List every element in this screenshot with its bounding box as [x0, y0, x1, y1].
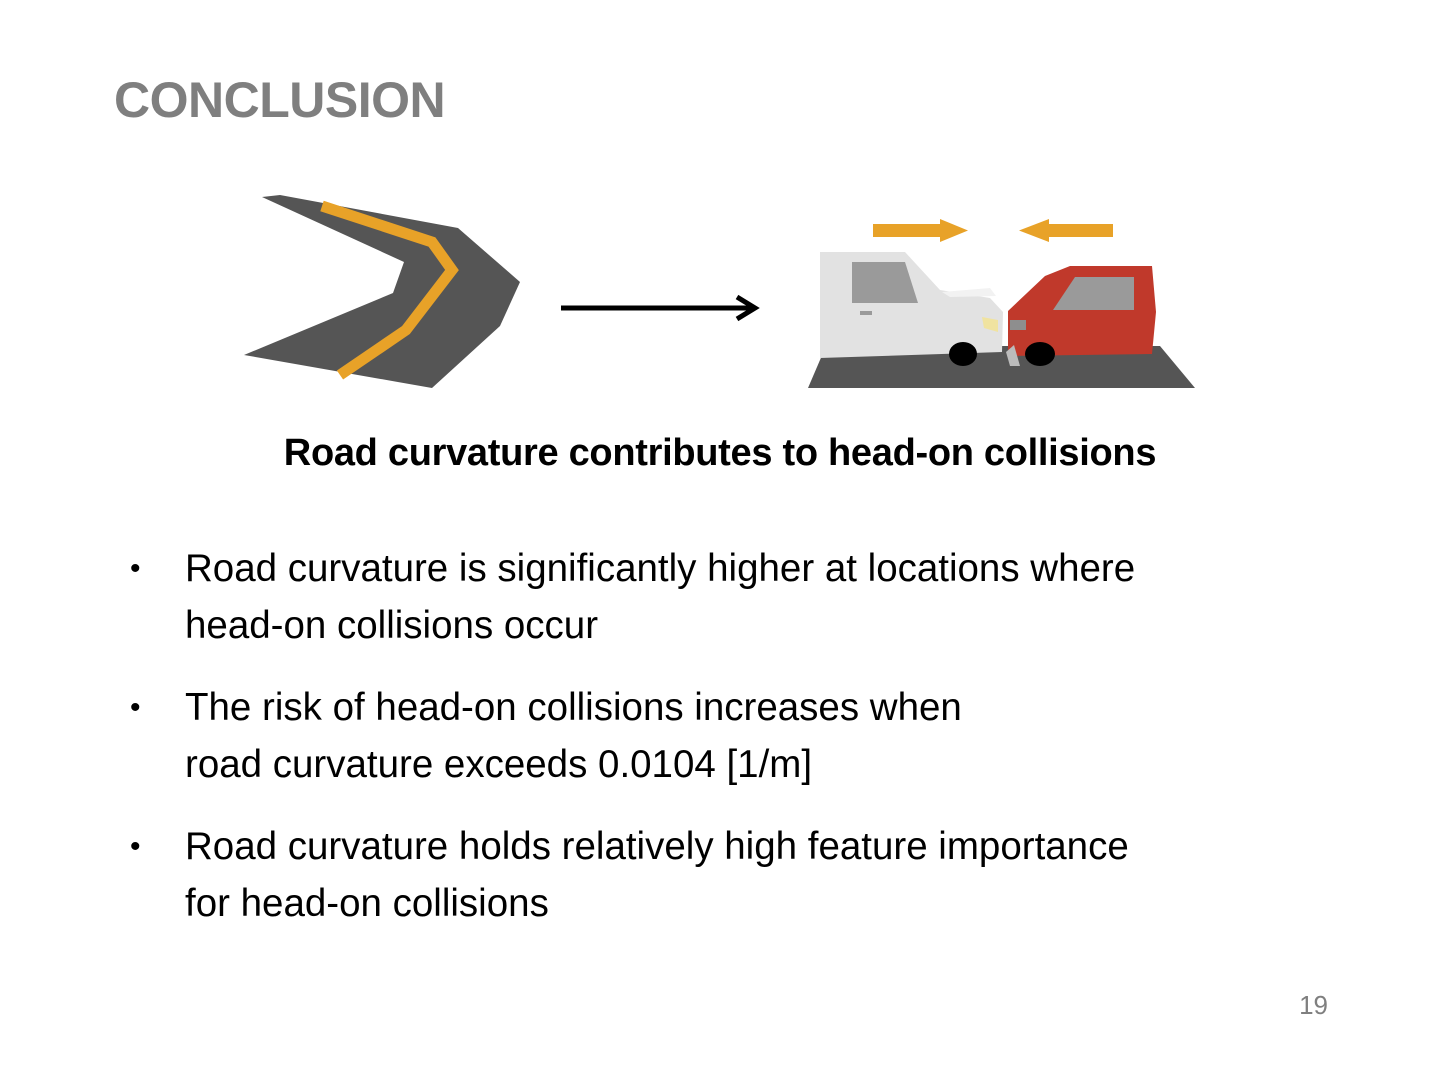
bullet-dot-icon: •	[130, 830, 141, 863]
bullet-line: for head-on collisions	[185, 882, 549, 925]
head-on-collision-icon	[808, 219, 1195, 388]
bullet-list: • Road curvature is significantly higher…	[124, 540, 1304, 957]
bullet-line: The risk of head-on collisions increases…	[185, 686, 962, 729]
bullet-dot-icon: •	[130, 552, 141, 585]
bullet-item: • Road curvature holds relatively high f…	[124, 818, 1304, 932]
bullet-line: head-on collisions occur	[185, 604, 599, 647]
bullet-item: • The risk of head-on collisions increas…	[124, 679, 1304, 793]
motion-arrow-right-icon	[873, 219, 968, 242]
red-car	[1008, 266, 1156, 366]
motion-arrow-left-icon	[1019, 219, 1113, 242]
bullet-item: • Road curvature is significantly higher…	[124, 540, 1304, 654]
bullet-dot-icon: •	[130, 691, 141, 724]
illustration	[244, 195, 1195, 388]
bullet-line: Road curvature is significantly higher a…	[185, 547, 1136, 590]
curved-road-icon	[244, 195, 520, 388]
bullet-line: Road curvature holds relatively high fea…	[185, 825, 1129, 868]
right-arrow-icon	[561, 294, 760, 322]
bullet-line: road curvature exceeds 0.0104 [1/m]	[185, 743, 813, 786]
white-car	[820, 252, 1003, 366]
page-number: 19	[1299, 990, 1328, 1020]
slide-title: CONCLUSION	[114, 72, 446, 128]
slide-subtitle: Road curvature contributes to head-on co…	[283, 432, 1157, 474]
